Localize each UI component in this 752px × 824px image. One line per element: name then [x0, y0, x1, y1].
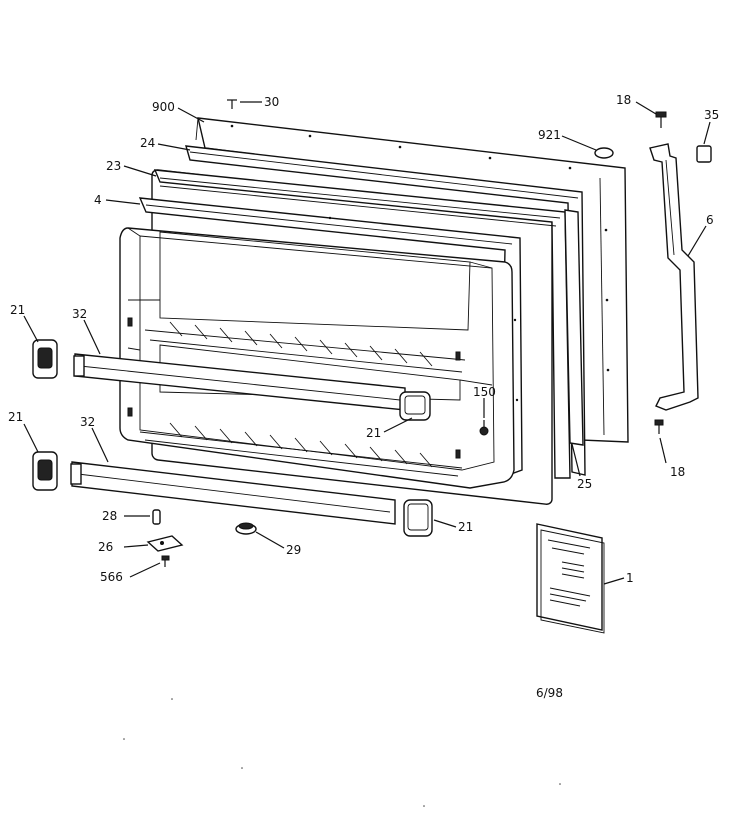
label-18-bottom: 18 — [670, 465, 685, 479]
door-liner-body — [119, 227, 515, 489]
label-29: 29 — [286, 543, 301, 557]
label-566: 566 — [100, 570, 123, 584]
label-32-lower: 32 — [80, 415, 95, 429]
screw-150 — [479, 420, 489, 436]
end-cap-lower-left — [32, 451, 58, 491]
leader-lines — [23, 101, 711, 585]
screw-top — [655, 111, 667, 128]
label-28: 28 — [102, 509, 117, 523]
part-labels: 900 30 24 23 4 921 18 35 6 21 32 21 32 1… — [8, 93, 719, 700]
label-21-upper-right: 21 — [366, 426, 381, 440]
label-35: 35 — [704, 108, 719, 122]
date-code: 6/98 — [536, 686, 563, 700]
gasket-strip-25 — [564, 209, 584, 446]
label-21-lower-left: 21 — [8, 410, 23, 424]
owners-manual — [536, 523, 605, 634]
label-4: 4 — [94, 193, 102, 207]
screw-bottom — [654, 419, 664, 434]
shelf-bar-lower — [70, 461, 396, 525]
hinge-cap — [696, 145, 712, 163]
end-cap-upper-right — [399, 391, 431, 421]
door-gasket — [185, 145, 586, 476]
bumper-29 — [235, 522, 257, 535]
label-30: 30 — [264, 95, 279, 109]
label-26: 26 — [98, 540, 113, 554]
label-25: 25 — [577, 477, 592, 491]
label-921: 921 — [538, 128, 561, 142]
end-cap-upper-left — [32, 339, 58, 379]
label-23: 23 — [106, 159, 121, 173]
hinge-bracket — [649, 143, 699, 411]
screw-566 — [161, 555, 170, 567]
label-150: 150 — [473, 385, 496, 399]
label-24: 24 — [140, 136, 155, 150]
stop-28 — [152, 509, 161, 525]
scan-specks — [123, 698, 561, 807]
label-32-upper: 32 — [72, 307, 87, 321]
label-21-lower-right: 21 — [458, 520, 473, 534]
label-1: 1 — [626, 571, 634, 585]
label-900: 900 — [152, 100, 175, 114]
bracket-26 — [146, 535, 184, 552]
end-cap-lower-right — [403, 499, 433, 537]
screw-30 — [227, 99, 237, 109]
plug-921 — [594, 147, 614, 159]
label-6: 6 — [706, 213, 714, 227]
label-18-top: 18 — [616, 93, 631, 107]
label-21-upper-left: 21 — [10, 303, 25, 317]
